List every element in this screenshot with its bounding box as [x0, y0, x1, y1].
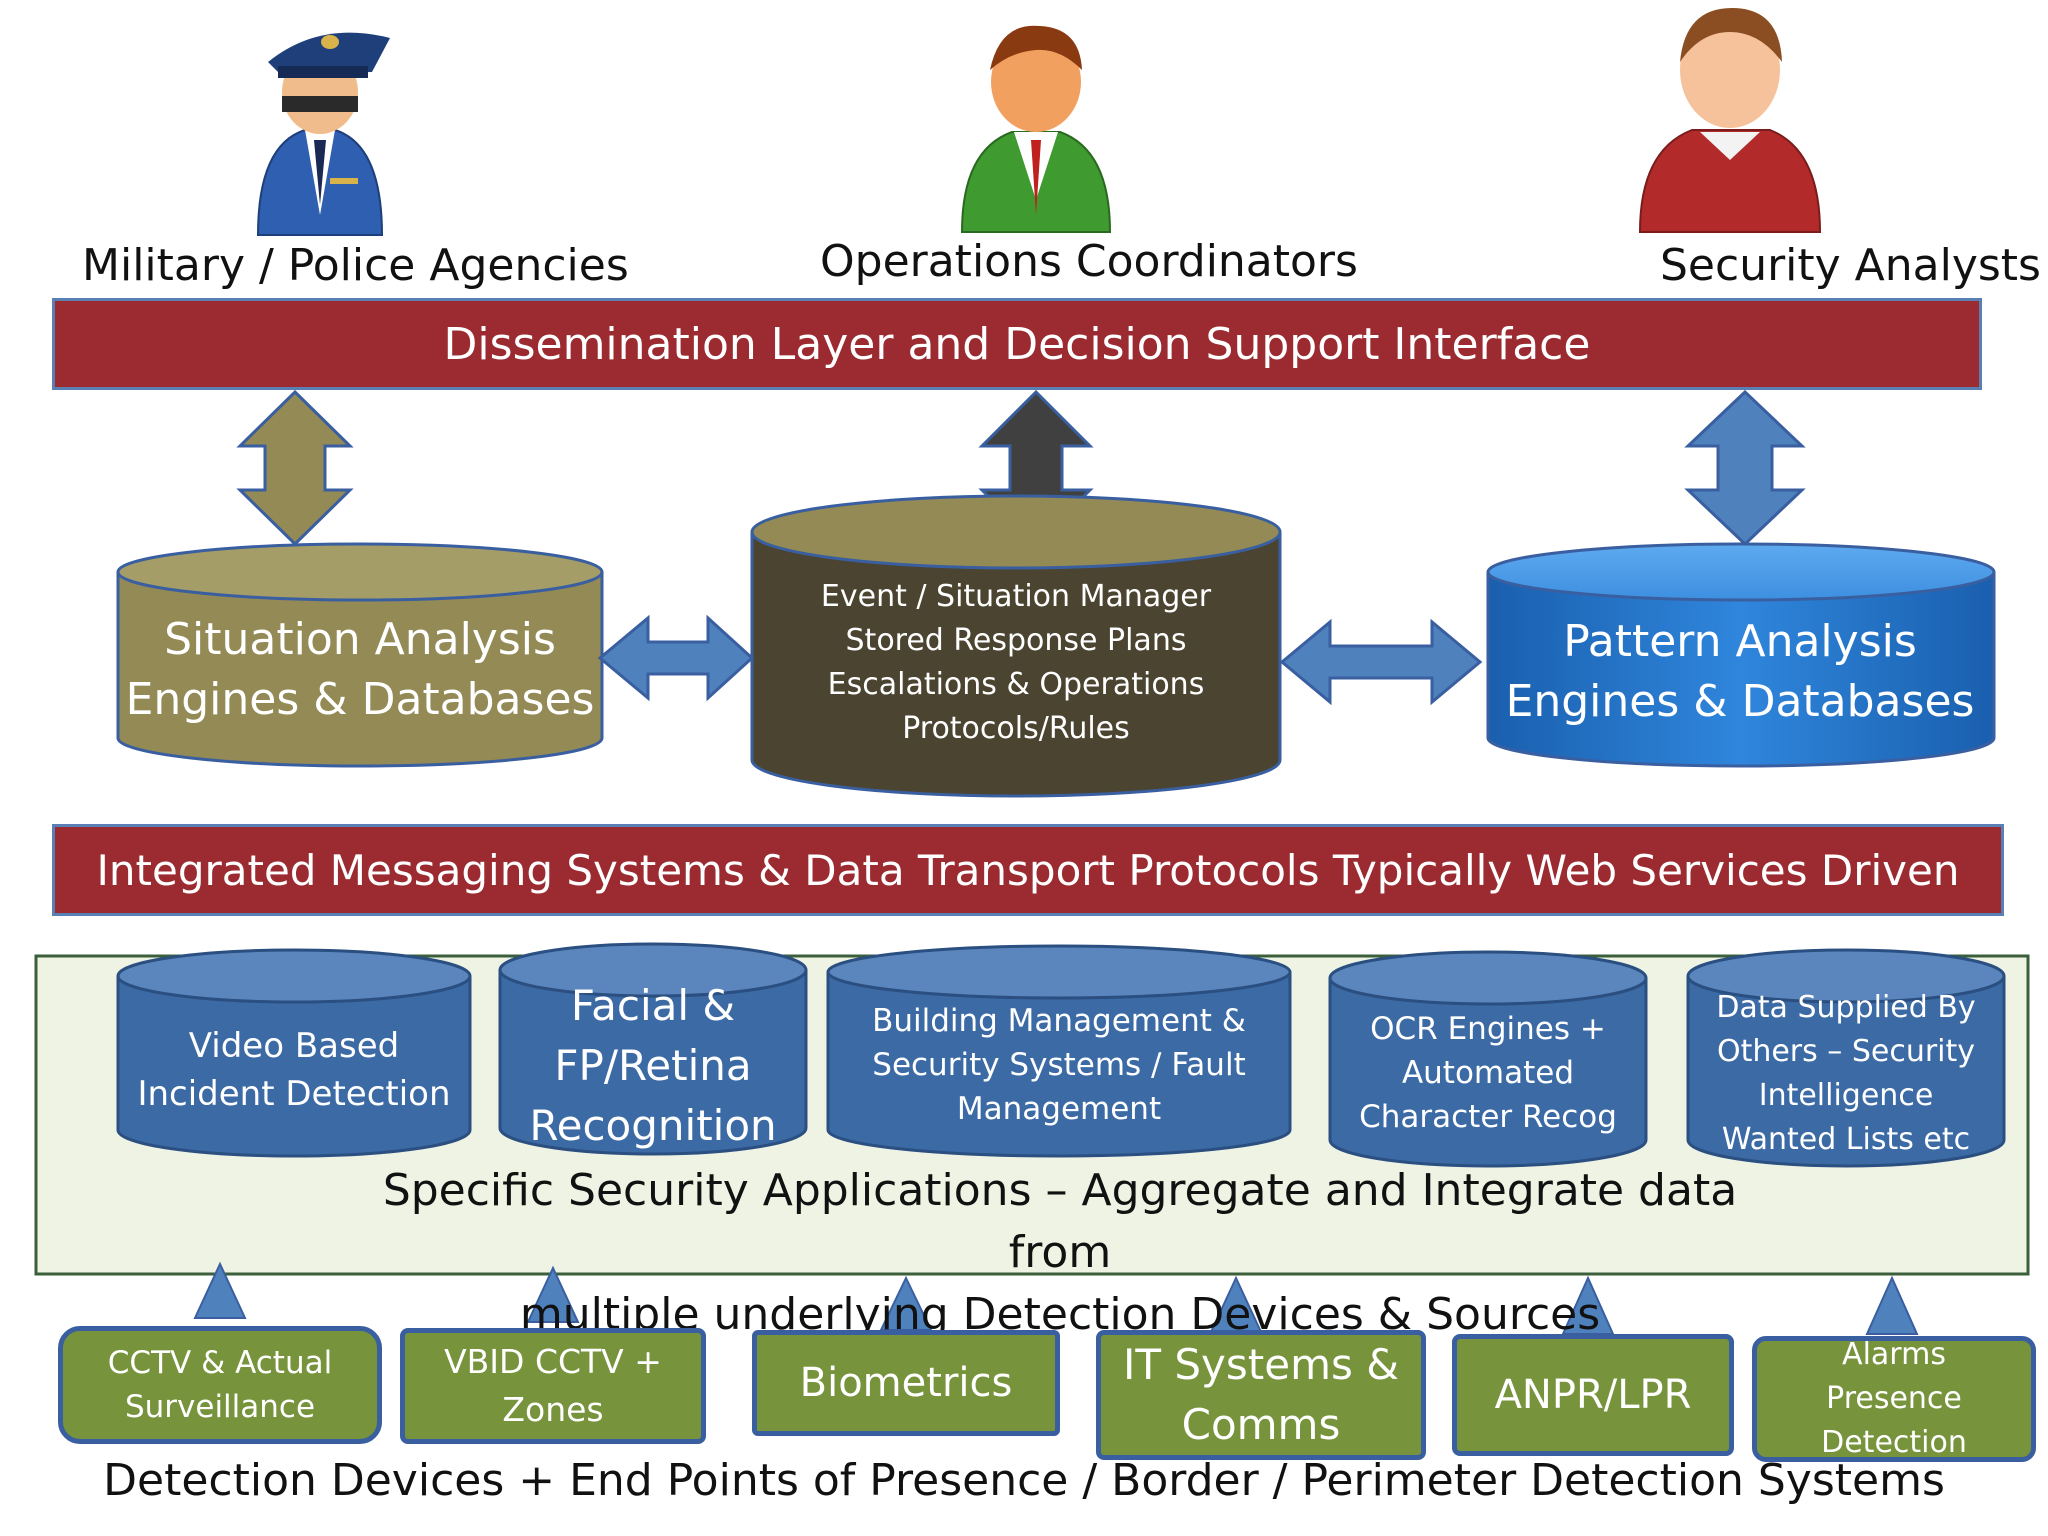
device-it-systems: IT Systems & Comms	[1096, 1330, 1426, 1460]
coordinator-person-icon	[960, 25, 1112, 233]
app-video-line-2: Incident Detection	[137, 1074, 451, 1114]
situation-analysis-cylinder	[116, 542, 604, 768]
pattern-analysis-label: Pattern Analysis Engines & Databases	[1490, 612, 1990, 732]
app-building-line-1: Building Management &	[872, 1003, 1246, 1039]
device-cctv-line-1: CCTV & Actual	[107, 1345, 333, 1381]
app-building-line-3: Management	[956, 1091, 1162, 1127]
app-facial-line-1: Facial &	[570, 981, 736, 1030]
event-line-4: Protocols/Rules	[902, 711, 1130, 746]
app-ocr-line-3: Character Recog	[1359, 1099, 1617, 1135]
event-pattern-arrow	[1279, 618, 1483, 706]
app-data-line-1: Data Supplied By	[1716, 990, 1976, 1025]
app-data-line-3: Intelligence	[1758, 1078, 1934, 1113]
device-anpr: ANPR/LPR	[1452, 1334, 1734, 1456]
dissemination-bar: Dissemination Layer and Decision Support…	[52, 298, 1982, 390]
device-it-line-2: Comms	[1181, 1400, 1341, 1449]
app-facial-line-3: Recognition	[529, 1101, 777, 1150]
pattern-line-1: Pattern Analysis	[1563, 616, 1917, 667]
police-officer-icon	[256, 32, 390, 236]
app-data-line-4: Wanted Lists etc	[1721, 1122, 1971, 1157]
app-ocr-label: OCR Engines + Automated Character Recog	[1332, 1008, 1644, 1138]
app-data-line-2: Others – Security	[1716, 1034, 1976, 1069]
event-line-2: Stored Response Plans	[845, 623, 1187, 658]
event-manager-label: Event / Situation Manager Stored Respons…	[760, 575, 1272, 751]
actor-label-military: Military / Police Agencies	[82, 240, 629, 291]
device-cctv-line-2: Surveillance	[124, 1389, 316, 1425]
app-ocr-line-1: OCR Engines +	[1370, 1011, 1606, 1047]
app-cylinder-video	[116, 948, 472, 1158]
app-cylinder-building	[826, 944, 1292, 1158]
app-data-supplied-label: Data Supplied By Others – Security Intel…	[1690, 986, 2002, 1162]
device-alarms-line-2: Presence	[1826, 1381, 1962, 1416]
applications-caption: Specific Security Applications – Aggrega…	[360, 1160, 1760, 1346]
device-biometrics-line-1: Biometrics	[799, 1360, 1013, 1406]
event-line-3: Escalations & Operations	[827, 667, 1205, 702]
situation-analysis-label: Situation Analysis Engines & Databases	[120, 610, 600, 730]
pattern-dissemination-arrow	[1684, 389, 1806, 547]
app-building-line-2: Security Systems / Fault	[872, 1047, 1246, 1083]
device-alarms-line-1: Alarms	[1842, 1337, 1946, 1372]
applications-caption-line-1: Specific Security Applications – Aggrega…	[382, 1165, 1738, 1278]
app-cylinder-ocr	[1328, 950, 1648, 1168]
device-vbid-line-1: VBID CCTV +	[444, 1342, 662, 1381]
app-ocr-line-2: Automated	[1401, 1055, 1575, 1091]
event-line-1: Event / Situation Manager	[820, 579, 1212, 614]
actor-label-operations: Operations Coordinators	[820, 236, 1358, 287]
app-building-label: Building Management & Security Systems /…	[830, 1000, 1288, 1130]
app-cylinder-data-supplied	[1686, 948, 2006, 1168]
app-cylinder-facial	[498, 942, 808, 1156]
app-facial-line-2: FP/Retina	[554, 1041, 752, 1090]
device-it-line-1: IT Systems &	[1123, 1340, 1399, 1389]
app-facial-label: Facial & FP/Retina Recognition	[500, 976, 806, 1156]
device-vbid: VBID CCTV + Zones	[400, 1328, 706, 1444]
alarms-up-arrow	[1865, 1275, 1919, 1335]
device-biometrics: Biometrics	[752, 1330, 1060, 1436]
device-anpr-line-1: ANPR/LPR	[1494, 1372, 1692, 1418]
device-cctv: CCTV & Actual Surveillance	[58, 1326, 382, 1444]
device-alarms-line-3: Detection	[1821, 1425, 1967, 1460]
event-manager-cylinder	[750, 494, 1282, 798]
device-vbid-line-2: Zones	[502, 1390, 604, 1429]
analyst-person-icon	[1638, 8, 1822, 233]
actor-label-security: Security Analysts	[1660, 240, 2041, 291]
situation-line-2: Engines & Databases	[125, 674, 595, 725]
pattern-analysis-cylinder	[1486, 542, 1996, 768]
device-alarms: Alarms Presence Detection	[1752, 1336, 2036, 1462]
situation-event-arrow	[597, 614, 755, 702]
situation-line-1: Situation Analysis	[164, 614, 556, 665]
detection-devices-caption: Detection Devices + End Points of Presen…	[103, 1455, 1945, 1506]
vbid-up-arrow	[526, 1265, 580, 1323]
app-video-label: Video Based Incident Detection	[120, 1010, 468, 1130]
app-video-line-1: Video Based	[188, 1026, 400, 1066]
cctv-up-arrow	[193, 1261, 247, 1319]
pattern-line-2: Engines & Databases	[1505, 676, 1975, 727]
situation-dissemination-arrow	[236, 389, 354, 547]
messaging-bar: Integrated Messaging Systems & Data Tran…	[52, 824, 2004, 916]
